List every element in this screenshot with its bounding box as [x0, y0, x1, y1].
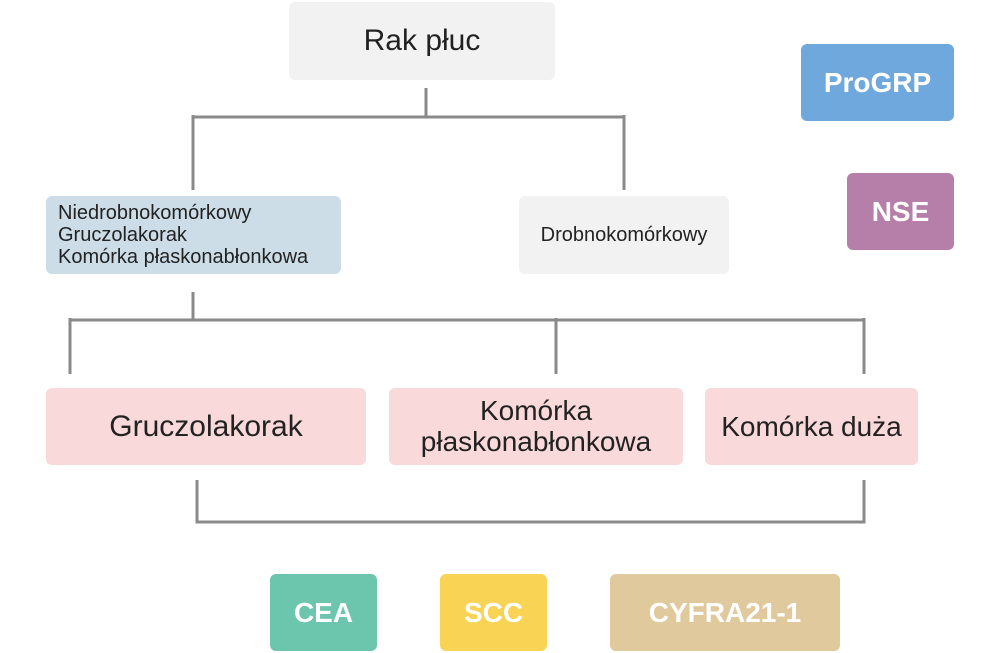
subtype-large-cell-label: Komórka duża [721, 410, 902, 442]
nsclc-line-1: Niedrobnokomórkowy [58, 202, 252, 224]
marker-progrp: ProGRP [801, 44, 954, 121]
nsclc-line-2: Gruczolakorak [58, 224, 187, 246]
marker-cyfra: CYFRA21-1 [610, 574, 840, 651]
sclc-node: Drobnokomórkowy [519, 196, 729, 274]
sclc-node-label: Drobnokomórkowy [540, 223, 708, 246]
root-node-label: Rak płuc [363, 24, 481, 57]
subtype-squamous-line-1: Komórka [479, 394, 593, 426]
root-to-types-connector [191, 88, 626, 190]
marker-progrp-label: ProGRP [823, 66, 932, 98]
subtype-squamous-line-2: płaskonabłonkowa [420, 425, 652, 457]
nsclc-to-subtypes-connector [68, 292, 866, 374]
subtypes-bottom-bracket [195, 480, 866, 524]
marker-nse: NSE [847, 173, 954, 250]
nsclc-line-3: Komórka płaskonabłonkowa [58, 246, 309, 268]
marker-scc-label: SCC [463, 596, 524, 628]
subtype-adenocarcinoma: Gruczolakorak [46, 388, 366, 465]
marker-scc: SCC [440, 574, 547, 651]
marker-cea: CEA [270, 574, 377, 651]
marker-cyfra-label: CYFRA21-1 [648, 596, 802, 628]
marker-cea-label: CEA [293, 596, 354, 628]
subtype-large-cell: Komórka duża [705, 388, 918, 465]
subtype-squamous: Komórka płaskonabłonkowa [389, 388, 683, 465]
root-node-lung-cancer: Rak płuc [289, 2, 555, 80]
subtype-adenocarcinoma-label: Gruczolakorak [109, 409, 303, 443]
marker-nse-label: NSE [871, 195, 930, 227]
nsclc-node: Niedrobnokomórkowy Gruczolakorak Komórka… [46, 196, 341, 274]
